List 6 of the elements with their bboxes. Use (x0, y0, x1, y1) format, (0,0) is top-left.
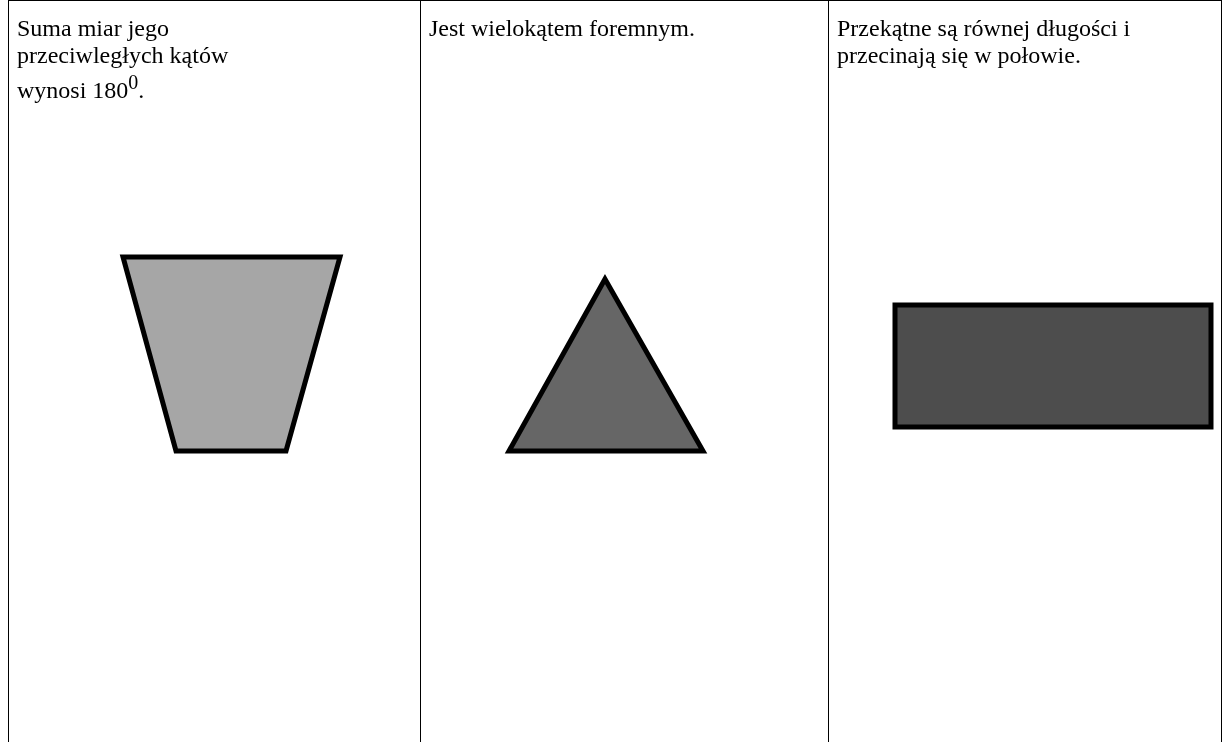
statement-text: Jest wielokątem foremnym. (429, 15, 696, 42)
trapezoid-shape (119, 254, 344, 454)
statement-text: Suma miar jego przeciwległych kątów wynosi 180$^{0}$. (17, 15, 230, 104)
statement-text: Przekątne są równej długości i przecinają się w połowie. (837, 15, 1132, 69)
triangle-shape (504, 273, 708, 454)
rectangle-shape (892, 302, 1214, 430)
